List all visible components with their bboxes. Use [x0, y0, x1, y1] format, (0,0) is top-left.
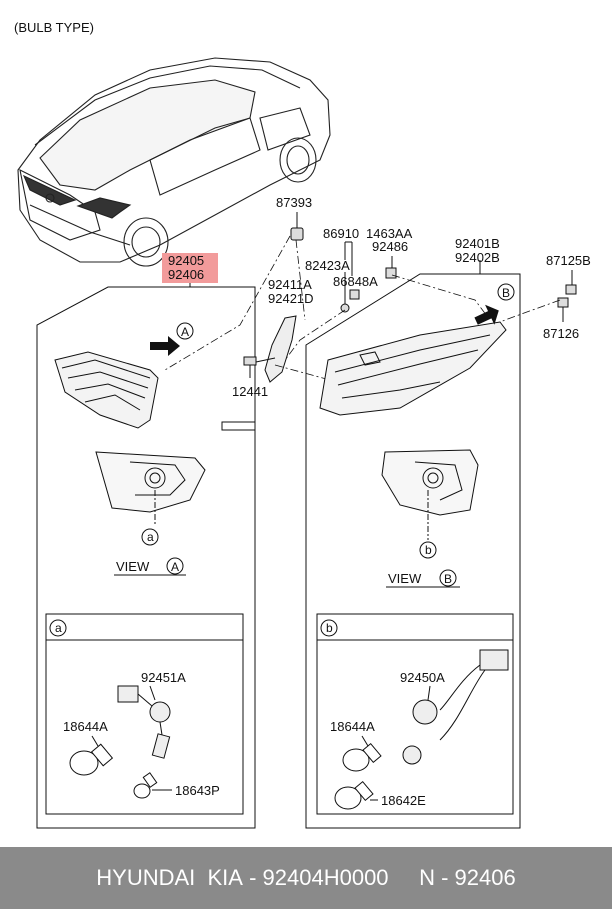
- right-assembly-outline: [305, 273, 521, 829]
- part-92411A[interactable]: 92411A: [268, 277, 312, 292]
- bulb-type-label: (BULB TYPE): [14, 20, 94, 35]
- part-82423A[interactable]: 82423A: [305, 258, 350, 273]
- part-92450A[interactable]: 92450A: [400, 670, 445, 685]
- part-86848A[interactable]: 86848A: [333, 274, 378, 289]
- callout-b-view: b: [425, 543, 432, 557]
- footer-brand: HYUNDAI KIA: [96, 865, 243, 890]
- part-92405[interactable]: 92405: [168, 253, 204, 268]
- detail-a-box: [45, 613, 244, 815]
- detail-a-letter: a: [55, 621, 62, 635]
- callout-B-top: B: [502, 286, 510, 300]
- part-18644A-left[interactable]: 18644A: [63, 719, 108, 734]
- screw-cap-icon: [565, 284, 577, 295]
- part-92406[interactable]: 92406: [168, 267, 204, 282]
- clip-icon: [340, 303, 350, 313]
- bulb-18644a-right-icon: [342, 742, 382, 772]
- part-12441[interactable]: 12441: [232, 384, 268, 399]
- detail-b-letter: b: [326, 621, 333, 635]
- view-a-letter: A: [171, 560, 179, 574]
- part-92401B[interactable]: 92401B: [455, 236, 500, 251]
- view-b-label: VIEW: [388, 571, 422, 586]
- bulb-18642e-icon: [334, 780, 374, 810]
- arrow-a-icon: [150, 336, 180, 356]
- bulb-holder-clip-icon: [385, 267, 397, 279]
- socket-wire-b-icon: [402, 649, 509, 765]
- socket-wire-a-icon: [117, 685, 171, 759]
- part-1463AA[interactable]: 1463AA: [366, 226, 413, 241]
- detail-b-box: [316, 613, 514, 815]
- part-18643P[interactable]: 18643P: [175, 783, 220, 798]
- grommet-2-icon: [557, 297, 569, 308]
- car-illustration: [17, 57, 331, 267]
- view-a-illustration: [95, 451, 206, 525]
- part-86910[interactable]: 86910: [323, 226, 359, 241]
- grommet-icon: [290, 227, 304, 241]
- part-87125B[interactable]: 87125B: [546, 253, 591, 268]
- part-87393[interactable]: 87393: [276, 195, 312, 210]
- part-92451A[interactable]: 92451A: [141, 670, 186, 685]
- footer-ref: N - 92406: [419, 865, 516, 890]
- part-87126[interactable]: 87126: [543, 326, 579, 341]
- view-b-letter: B: [444, 572, 452, 586]
- bulb-18643p-icon: [133, 772, 158, 799]
- part-18642E[interactable]: 18642E: [381, 793, 426, 808]
- part-18644A-right[interactable]: 18644A: [330, 719, 375, 734]
- bracket-icon: [264, 315, 297, 383]
- bolt-icon: [243, 356, 257, 366]
- arrow-b-icon: [474, 304, 499, 325]
- outer-lamp-illustration: [319, 321, 507, 416]
- footer-part-number: - 92404H0000: [249, 865, 389, 890]
- nut-icon: [349, 289, 360, 300]
- part-92486[interactable]: 92486: [372, 239, 408, 254]
- inner-lamp-illustration: [54, 351, 159, 429]
- view-b-illustration: [381, 449, 479, 540]
- view-a-label: VIEW: [116, 559, 150, 574]
- bulb-18644a-left-icon: [69, 743, 114, 776]
- callout-a-view: a: [147, 530, 154, 544]
- part-92402B[interactable]: 92402B: [455, 250, 500, 265]
- part-92421D[interactable]: 92421D: [268, 291, 314, 306]
- highlight-box: [162, 253, 218, 283]
- footer-banner: HYUNDAI KIA - 92404H0000 N - 92406: [0, 847, 612, 909]
- callout-A-top: A: [181, 325, 189, 339]
